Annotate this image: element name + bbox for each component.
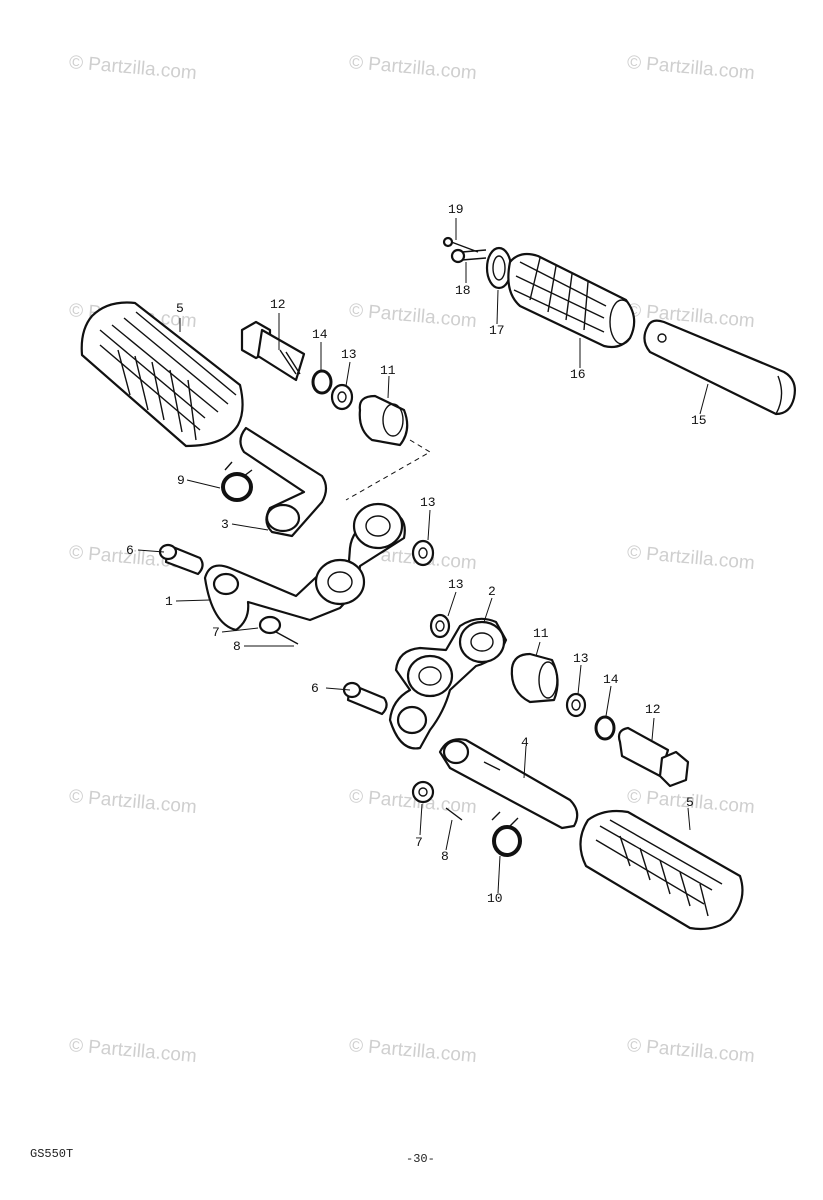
cotter-pin-8-right [445, 807, 463, 821]
washer-13-mid [411, 539, 435, 567]
callout-18: 18 [455, 283, 471, 298]
spring-10 [491, 811, 522, 857]
footrest-bracket-right [388, 617, 508, 750]
callout-11: 11 [533, 626, 549, 641]
page-number: -30- [406, 1152, 435, 1166]
washer-14-left [311, 369, 333, 395]
callout-9: 9 [177, 473, 185, 488]
screw-19 [442, 236, 479, 253]
callout-13: 13 [448, 577, 464, 592]
pin-6-right [342, 681, 388, 716]
callout-10: 10 [487, 891, 503, 906]
callout-12: 12 [270, 297, 286, 312]
callout-13: 13 [420, 495, 436, 510]
pin-6-left [158, 543, 204, 576]
callout-19: 19 [448, 202, 464, 217]
washer-7-right [411, 780, 435, 804]
callout-7: 7 [415, 835, 423, 850]
footpeg-rubber-right [579, 809, 744, 931]
callout-1: 1 [165, 594, 173, 609]
callout-4: 4 [521, 735, 529, 750]
callout-6: 6 [126, 543, 134, 558]
footrest-bracket-left [203, 502, 406, 635]
callout-7: 7 [212, 625, 220, 640]
callout-15: 15 [691, 413, 707, 428]
bolt-12-right [617, 726, 690, 788]
spring-9 [221, 461, 253, 502]
washer-13-right-a [429, 613, 451, 639]
washer-17 [485, 246, 513, 290]
footpeg-rubber-left [80, 301, 244, 448]
assembly-line [345, 439, 431, 501]
bolt-12-left [240, 320, 306, 382]
pin-18 [450, 248, 487, 264]
callout-13: 13 [341, 347, 357, 362]
footrest-bar-right [438, 738, 579, 830]
callout-5: 5 [176, 301, 184, 316]
cotter-pin-8-left [275, 631, 299, 645]
callout-6: 6 [311, 681, 319, 696]
callout-14: 14 [312, 327, 328, 342]
callout-14: 14 [603, 672, 619, 687]
callout-13: 13 [573, 651, 589, 666]
callout-8: 8 [233, 639, 241, 654]
callout-11: 11 [380, 363, 396, 378]
washer-13-right-b [565, 692, 587, 718]
grip-pipe-15 [643, 319, 796, 416]
callout-8: 8 [441, 849, 449, 864]
callout-2: 2 [488, 584, 496, 599]
collar-11-right [510, 652, 559, 704]
callout-5: 5 [686, 795, 694, 810]
grip-16 [507, 252, 636, 349]
callout-17: 17 [489, 323, 505, 338]
model-code: GS550T [30, 1147, 74, 1161]
collar-11-left [358, 394, 409, 447]
washer-13-left [330, 383, 354, 411]
washer-14-right [594, 715, 616, 741]
callout-12: 12 [645, 702, 661, 717]
footrest-bar-left [239, 426, 328, 538]
callout-3: 3 [221, 517, 229, 532]
callout-16: 16 [570, 367, 586, 382]
